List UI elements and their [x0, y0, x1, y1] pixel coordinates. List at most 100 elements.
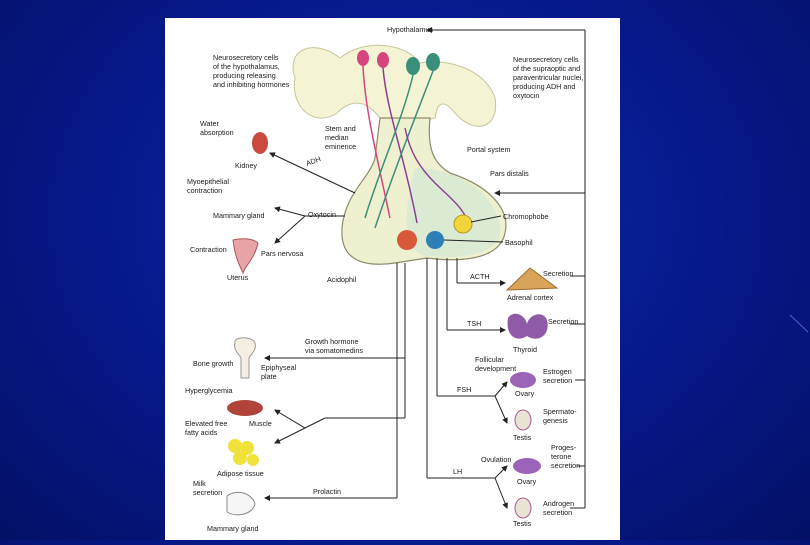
svg-text:Follicular: Follicular: [475, 355, 504, 364]
label-ovulation: Ovulation: [481, 455, 511, 464]
svg-text:secretion: secretion: [551, 461, 580, 470]
svg-text:eminence: eminence: [325, 142, 356, 151]
svg-text:Estrogen: Estrogen: [543, 367, 572, 376]
ovary-icon-1: [510, 372, 536, 388]
svg-text:of the supraoptic and: of the supraoptic and: [513, 64, 580, 73]
label-chromophobe: Chromophobe: [503, 212, 549, 221]
decorative-line: [789, 314, 809, 333]
kidney-icon: [252, 132, 268, 154]
muscle-icon: [227, 400, 263, 416]
adrenal-icon: [505, 267, 559, 291]
label-pars-distalis: Pars distalis: [490, 169, 529, 178]
label-follicular: Follicular development: [475, 355, 516, 373]
portal-vessels: [404, 127, 471, 229]
label-uterus: Uterus: [227, 273, 249, 282]
label-androgen: Androgen secretion: [543, 499, 574, 517]
svg-text:genesis: genesis: [543, 416, 568, 425]
thyroid-icon: [507, 313, 548, 339]
label-kidney: Kidney: [235, 161, 257, 170]
svg-text:Spermato-: Spermato-: [543, 407, 577, 416]
uterus-icon: [232, 238, 259, 275]
svg-text:secretion: secretion: [193, 488, 222, 497]
hypothalamus-lobes: [292, 44, 497, 127]
label-secretion-2: Secretion: [548, 317, 578, 326]
label-progesterone: Proges- terone secretion: [551, 443, 580, 470]
label-sperm: Spermato- genesis: [543, 407, 577, 425]
svg-text:producing releasing: producing releasing: [213, 71, 276, 80]
ovary-icon-2: [513, 458, 541, 474]
svg-text:oxytocin: oxytocin: [513, 91, 539, 100]
svg-text:Elevated free: Elevated free: [185, 419, 227, 428]
svg-text:plate: plate: [261, 372, 277, 381]
svg-text:Myoepithelial: Myoepithelial: [187, 177, 229, 186]
label-muscle: Muscle: [249, 419, 272, 428]
label-contraction: Contraction: [190, 245, 227, 254]
pituitary-diagram: Hypothalamus Neurosecretory cells of the…: [185, 25, 586, 533]
svg-text:Proges-: Proges-: [551, 443, 577, 452]
label-secretion-1: Secretion: [543, 269, 573, 278]
label-adh: ADH: [305, 154, 322, 168]
testis-icon-1: [514, 409, 532, 431]
chromophobe-cell: [453, 214, 473, 234]
testis-icon-2: [514, 497, 532, 519]
mammary-icon: [226, 491, 256, 516]
svg-text:Water: Water: [200, 119, 220, 128]
label-fsh: FSH: [457, 385, 471, 394]
bone-icon: [234, 337, 256, 379]
label-adipose: Adipose tissue: [217, 469, 264, 478]
svg-text:Neurosecretory cells: Neurosecretory cells: [513, 55, 579, 64]
label-milk: Milk secretion: [193, 479, 222, 497]
svg-text:Milk: Milk: [193, 479, 206, 488]
svg-text:contraction: contraction: [187, 186, 222, 195]
hypothalamic-neurons: [357, 50, 440, 229]
figure-panel: Hypothalamus Neurosecretory cells of the…: [165, 18, 620, 540]
label-lh: LH: [453, 467, 462, 476]
adipose-icon: [228, 439, 259, 466]
label-water: Water absorption: [200, 119, 234, 137]
pars-distalis-region: [406, 168, 501, 258]
label-basophil: Basophil: [505, 238, 533, 247]
svg-text:median: median: [325, 133, 349, 142]
label-ffa: Elevated free fatty acids: [185, 419, 227, 437]
svg-text:Growth hormone: Growth hormone: [305, 337, 359, 346]
label-hypothalamus: Hypothalamus: [387, 25, 433, 34]
label-acth: ACTH: [470, 272, 490, 281]
label-ovary-1: Ovary: [515, 389, 535, 398]
label-stem: Stem and median eminence: [325, 124, 356, 151]
svg-text:terone: terone: [551, 452, 571, 461]
label-myo: Myoepithelial contraction: [187, 177, 229, 195]
label-bone-growth: Bone growth: [193, 359, 233, 368]
svg-text:of the hypothalamus,: of the hypothalamus,: [213, 62, 280, 71]
label-prolactin: Prolactin: [313, 487, 341, 496]
label-testis-2: Testis: [513, 519, 532, 528]
svg-text:fatty acids: fatty acids: [185, 428, 218, 437]
svg-text:and inhibiting hormones: and inhibiting hormones: [213, 80, 290, 89]
label-oxytocin: Oxytocin: [308, 210, 336, 219]
svg-text:via somatomedins: via somatomedins: [305, 346, 363, 355]
svg-text:producing ADH and: producing ADH and: [513, 82, 575, 91]
svg-text:secretion: secretion: [543, 508, 572, 517]
svg-text:paraventricular nuclei,: paraventricular nuclei,: [513, 73, 583, 82]
label-testis-1: Testis: [513, 433, 532, 442]
svg-text:Neurosecretory cells: Neurosecretory cells: [213, 53, 279, 62]
label-neuro-right: Neurosecretory cells of the supraoptic a…: [513, 55, 583, 100]
label-tsh: TSH: [467, 319, 481, 328]
label-epiphyseal: Epiphyseal plate: [261, 363, 297, 381]
label-neuro-left: Neurosecretory cells of the hypothalamus…: [213, 53, 290, 89]
label-growth: Growth hormone via somatomedins: [305, 337, 363, 355]
svg-text:Stem and: Stem and: [325, 124, 356, 133]
svg-text:Epiphyseal: Epiphyseal: [261, 363, 297, 372]
svg-text:secretion: secretion: [543, 376, 572, 385]
acidophil-cell: [397, 230, 417, 250]
svg-text:development: development: [475, 364, 516, 373]
label-mammary: Mammary gland: [213, 211, 265, 220]
label-ovary-2: Ovary: [517, 477, 537, 486]
label-hyperglycemia: Hyperglycemia: [185, 386, 233, 395]
label-acidophil: Acidophil: [327, 275, 357, 284]
basophil-cell: [426, 231, 444, 249]
svg-text:Androgen: Androgen: [543, 499, 574, 508]
label-adrenal: Adrenal cortex: [507, 293, 554, 302]
label-estrogen: Estrogen secretion: [543, 367, 572, 385]
label-mammary-2: Mammary gland: [207, 524, 259, 533]
svg-text:absorption: absorption: [200, 128, 234, 137]
